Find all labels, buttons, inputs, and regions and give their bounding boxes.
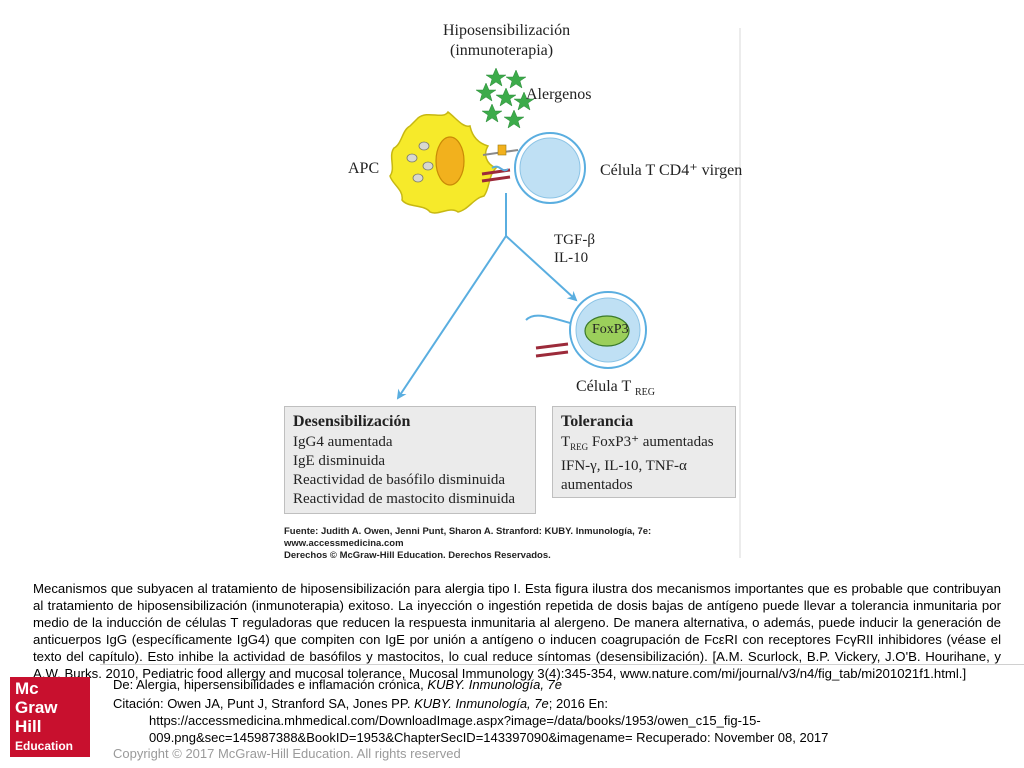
allergen-star [513, 91, 535, 111]
copyright-notice: Copyright © 2017 McGraw-Hill Education. … [113, 746, 461, 761]
desensitization-title: Desensibilización [293, 413, 411, 430]
apc-nucleus [435, 136, 465, 186]
allergen-star [481, 103, 503, 123]
allergen-stars [475, 67, 535, 129]
allergens-label: Alergenos [526, 86, 592, 103]
source-line: Fuente: Judith A. Owen, Jenni Punt, Shar… [284, 526, 652, 537]
title-immunotherapy: (inmunoterapia) [450, 42, 554, 59]
allergen-star [503, 109, 525, 129]
source-line: Derechos © McGraw-Hill Education. Derech… [284, 550, 551, 561]
synapse-receptors [481, 144, 519, 183]
tcell-label: Célula T CD4⁺ virgen [600, 162, 743, 179]
foxp3-nucleus [584, 315, 630, 347]
tolerance-item: aumentados [561, 477, 633, 493]
citation-url-cont[interactable]: 009.png&sec=145987388&BookID=1953&Chapte… [149, 730, 829, 745]
treg-label: Célula T REG [576, 378, 655, 398]
foxp3-label: FoxP3 [592, 322, 629, 337]
tolerance-title: Tolerancia [561, 413, 634, 430]
tolerance-box: Tolerancia TREG FoxP3⁺ aumentadas IFN-γ,… [552, 406, 736, 498]
tolerance-item: IFN-γ, IL-10, TNF-α [561, 458, 687, 474]
desens-item: Reactividad de mastocito disminuida [293, 491, 516, 507]
cytokine-tgf: TGF-β [554, 232, 595, 248]
naive-tcell [514, 132, 586, 204]
allergen-star [475, 82, 497, 102]
citation-block: Citación: Owen JA, Punt J, Stranford SA,… [113, 695, 913, 746]
footer-divider [100, 664, 1024, 665]
citation-url[interactable]: https://accessmedicina.mhmedical.com/Dow… [149, 713, 761, 728]
cytokine-il10: IL-10 [554, 250, 589, 266]
title-hyposens: Hiposensibilización [443, 22, 571, 39]
citation-authors: Citación: Owen JA, Punt J, Stranford SA,… [113, 696, 415, 711]
figure-caption: Mecanismos que subyacen al tratamiento d… [33, 581, 1001, 681]
treg-receptors [525, 314, 571, 358]
tolerance-foxp3: FoxP3⁺ aumentadas [588, 434, 714, 450]
apc-vesicles [406, 141, 434, 183]
tolerance-treg-sub: REG [570, 442, 589, 452]
citation-year: ; 2016 En: [548, 696, 609, 711]
allergen-star [495, 87, 517, 107]
citation-book: KUBY. Inmunología, 7e [414, 696, 549, 711]
source-line: www.accessmedicina.com [284, 538, 404, 549]
treg-cell [569, 291, 647, 369]
diagram-graphic [389, 28, 741, 558]
logo-line: Mc [15, 679, 39, 698]
allergen-star [505, 69, 527, 89]
figure-source: Fuente: Judith A. Owen, Jenni Punt, Shar… [284, 526, 740, 562]
treg-label-main: Célula T [576, 378, 631, 395]
allergen-star [485, 67, 507, 87]
mcgraw-hill-logo: Mc Graw Hill Education [10, 677, 90, 757]
desensitization-box: Desensibilización IgG4 aumentada IgE dis… [284, 406, 536, 514]
desens-item: IgE disminuida [293, 453, 386, 469]
desens-item: IgG4 aumentada [293, 434, 393, 450]
apc-cell [389, 110, 498, 214]
branch-arrows [396, 193, 578, 400]
citation-from: De: Alergia, hipersensibilidades e infla… [113, 677, 562, 693]
tolerance-item: TREG FoxP3⁺ aumentadas [561, 433, 735, 457]
apc-label: APC [348, 160, 380, 177]
from-book: KUBY. Inmunología, 7e [427, 677, 563, 692]
desens-item: Reactividad de basófilo disminuida [293, 472, 506, 488]
treg-label-sub: REG [634, 387, 655, 399]
tolerance-treg-t: T [561, 434, 571, 450]
logo-line: Education [15, 739, 74, 753]
citation-line: Citación: Owen JA, Punt J, Stranford SA,… [113, 695, 913, 712]
figure-panel: Hiposensibilización (inmunoterapia) Aler… [278, 18, 742, 563]
logo-line: Hill [15, 717, 42, 736]
logo-line: Graw [15, 698, 58, 717]
from-text: De: Alergia, hipersensibilidades e infla… [113, 677, 428, 692]
